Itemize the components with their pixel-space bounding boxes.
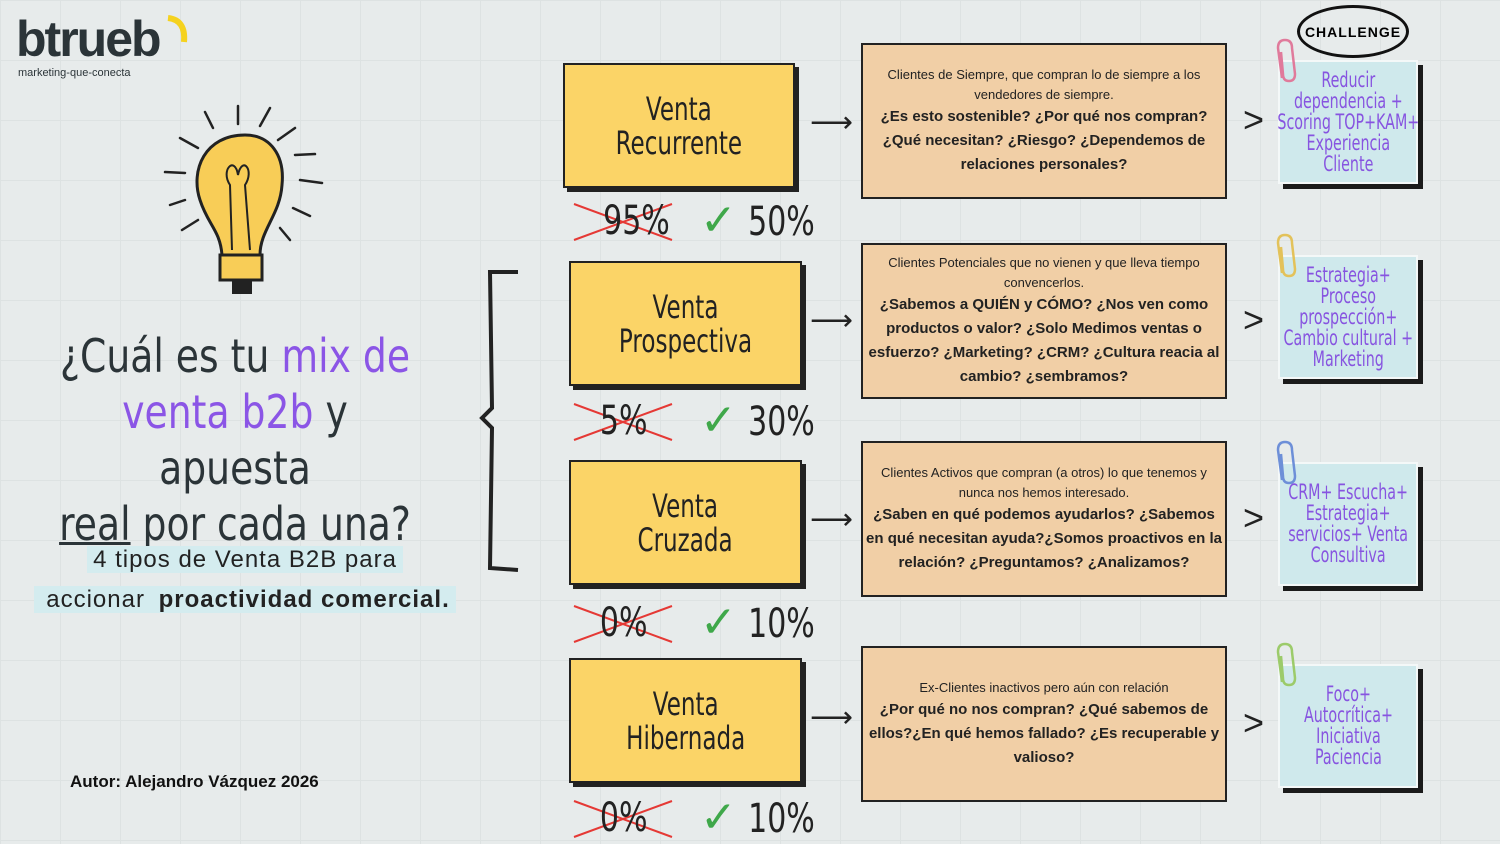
challenge-note: CRM+ Escucha+ Estrategia+ servicios+ Ven… (1278, 462, 1418, 586)
brace-icon (479, 270, 519, 572)
arrow-right-icon: ⟶ (810, 304, 854, 337)
old-percentage: 0% (599, 795, 648, 841)
context-box: Ex-Clientes inactivos pero aún con relac… (861, 646, 1227, 802)
arrow-right-icon: ⟶ (810, 701, 854, 734)
brand-tagline: marketing-que-conecta (18, 67, 131, 79)
challenge-note: Reducir dependencia + Scoring TOP+KAM+ E… (1277, 60, 1419, 184)
paperclip-icon (1276, 38, 1297, 83)
new-percentage: ✓50% (700, 195, 815, 246)
check-icon: ✓ (700, 792, 737, 843)
subtitle: 4 tipos de Venta B2B para accionar proac… (10, 540, 480, 620)
context-box: Clientes Activos que compran (a otros) l… (861, 441, 1227, 597)
author: Autor: Alejandro Vázquez 2026 (70, 772, 319, 791)
new-percentage: ✓10% (700, 597, 815, 648)
check-icon: ✓ (700, 395, 737, 446)
cross-icon (573, 800, 673, 838)
paperclip-icon (1276, 440, 1297, 485)
arrow-right-icon: ⟶ (810, 106, 854, 139)
challenge-label: CHALLENGE (1297, 5, 1409, 58)
chevron-right-icon: > (1243, 99, 1265, 140)
check-icon: ✓ (700, 195, 737, 246)
paperclip-icon (1276, 642, 1297, 687)
new-percentage: ✓30% (700, 395, 815, 446)
logo-arc-icon (167, 15, 188, 43)
check-icon: ✓ (700, 597, 737, 648)
lightbulb-icon (163, 104, 324, 294)
old-percentage: 95% (603, 198, 670, 244)
chevron-right-icon: > (1243, 299, 1265, 340)
cross-icon (573, 403, 673, 441)
cross-icon (573, 605, 673, 643)
paperclip-icon (1276, 233, 1297, 278)
new-percentage: ✓10% (700, 792, 815, 843)
old-percentage: 0% (599, 600, 648, 646)
arrow-right-icon: ⟶ (810, 503, 854, 536)
context-box: Clientes de Siempre, que compran lo de s… (861, 43, 1227, 199)
main-title: ¿Cuál es tu mix de venta b2b y apuesta r… (59, 329, 411, 551)
cross-icon (573, 203, 673, 241)
context-box: Clientes Potenciales que no vienen y que… (861, 243, 1227, 399)
old-percentage: 5% (599, 398, 648, 444)
chevron-right-icon: > (1243, 702, 1265, 743)
brand-logo: btrueb (16, 14, 188, 64)
challenge-note: Foco+ Autocrítica+ Iniciativa Paciencia (1278, 664, 1418, 788)
challenge-note: Estrategia+ Proceso prospección+ Cambio … (1278, 255, 1418, 379)
chevron-right-icon: > (1243, 497, 1265, 538)
